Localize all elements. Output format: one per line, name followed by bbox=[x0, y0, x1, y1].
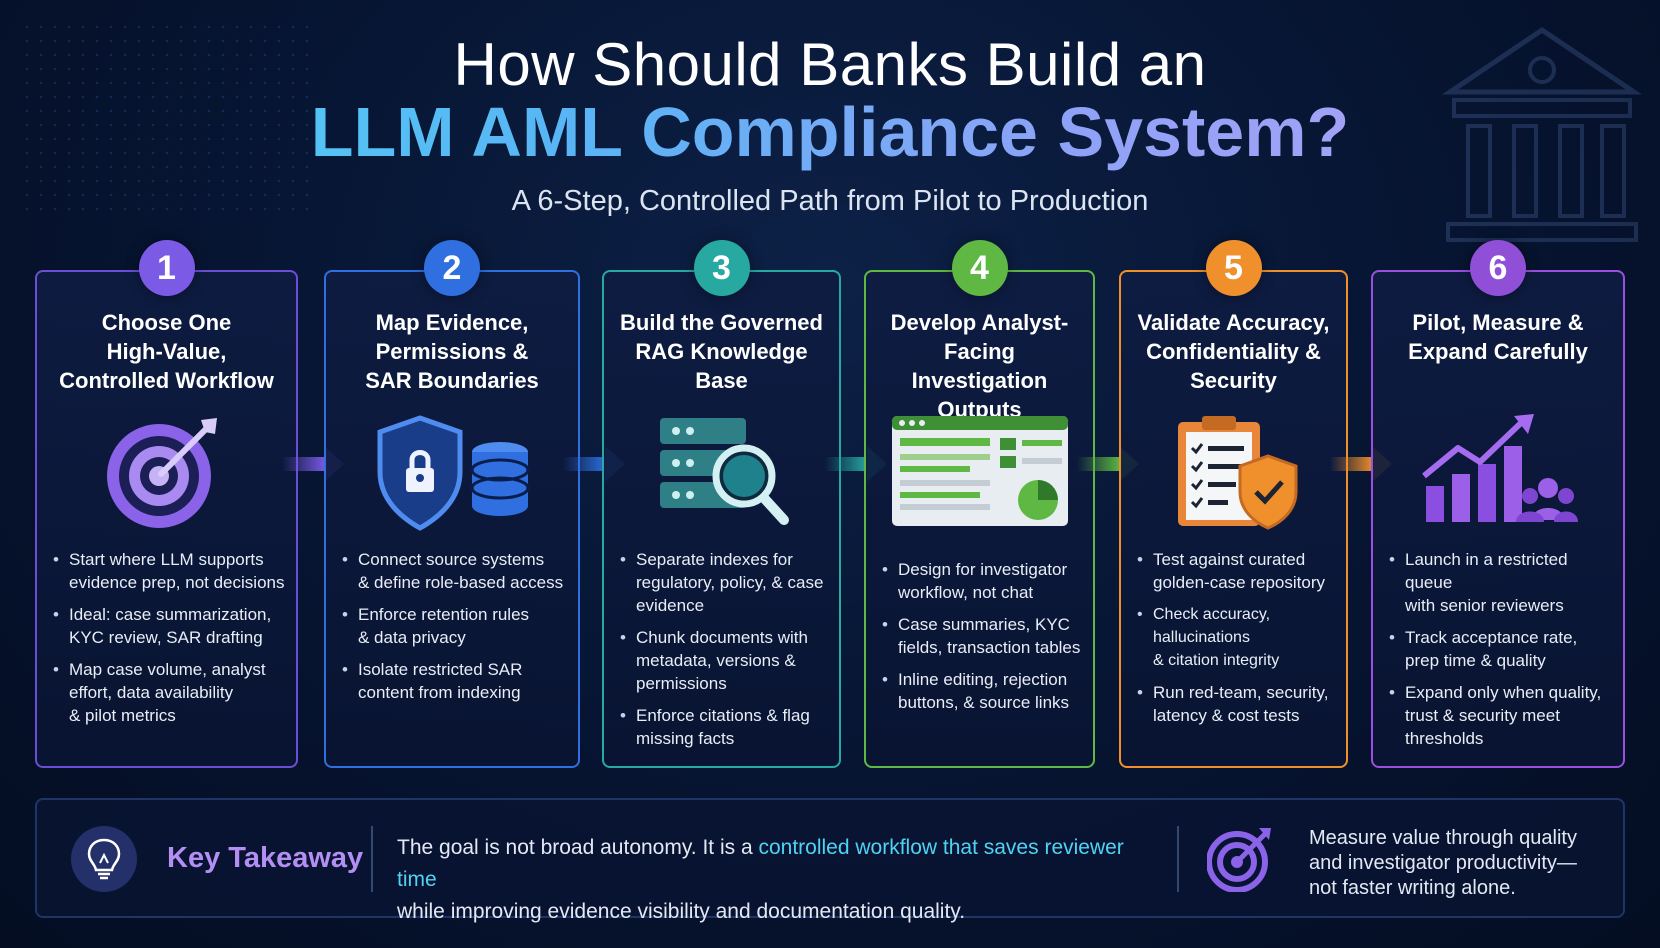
step-card-5: 5 Validate Accuracy,Confidentiality &Sec… bbox=[1119, 240, 1348, 768]
step-2-bullet: Connect source systems& define role-base… bbox=[340, 548, 570, 594]
server-search-icon bbox=[659, 418, 789, 525]
growth-chart-icon bbox=[1422, 414, 1578, 522]
step-2-bullet: Enforce retention rules& data privacy bbox=[340, 603, 570, 649]
step-title-6: Pilot, Measure &Expand Carefully bbox=[1408, 310, 1588, 364]
shield-database-icon bbox=[377, 415, 530, 531]
step-badge-3: 3 bbox=[693, 240, 750, 296]
divider bbox=[371, 826, 373, 892]
subtitle: A 6-Step, Controlled Path from Pilot to … bbox=[511, 185, 1149, 217]
bank-building-icon bbox=[1442, 26, 1642, 242]
step-5-bullet: Run red-team, security,latency & cost te… bbox=[1135, 681, 1338, 727]
step-title-2: Map Evidence,Permissions &SAR Boundaries bbox=[365, 310, 539, 393]
lightbulb-icon bbox=[71, 826, 137, 892]
step-card-6: 6 Pilot, Measure &Expand Carefully Launc… bbox=[1371, 240, 1625, 768]
key-takeaway-text: The goal is not broad autonomy. It is a … bbox=[397, 836, 1124, 923]
target-icon bbox=[106, 418, 217, 528]
key-takeaway-right-text: Measure value through quality and invest… bbox=[1309, 827, 1577, 899]
clipboard-shield-icon bbox=[1177, 416, 1297, 530]
step-badge-2: 2 bbox=[424, 240, 480, 296]
step-6-bullet: Expand only when quality,trust & securit… bbox=[1387, 681, 1615, 750]
step-badge-5: 5 bbox=[1205, 240, 1262, 296]
step-title-5: Validate Accuracy,Confidentiality &Secur… bbox=[1137, 310, 1330, 393]
divider bbox=[1177, 826, 1179, 892]
step-badge-6: 6 bbox=[1470, 240, 1526, 296]
step-card-2: 2 Map Evidence,Permissions &SAR Boundari… bbox=[324, 240, 580, 768]
key-takeaway-label: Key Takeaway bbox=[167, 842, 364, 874]
step-badge-1: 1 bbox=[138, 240, 195, 296]
step-badge-4: 4 bbox=[951, 240, 1008, 296]
key-takeaway-panel: Key Takeaway The goal is not broad auton… bbox=[35, 798, 1625, 923]
step-1-bullet: Ideal: case summarization,KYC review, SA… bbox=[51, 603, 288, 649]
target-icon bbox=[1207, 828, 1271, 892]
step-5-bullet: Check accuracy, hallucinations& citation… bbox=[1135, 603, 1338, 672]
title-line-2: LLM AML Compliance System? bbox=[0, 92, 1660, 172]
dashboard-icon bbox=[891, 416, 1068, 526]
dot-pattern-decoration bbox=[20, 20, 320, 220]
title-line-1: How Should Banks Build an bbox=[453, 31, 1207, 98]
step-6-bullet: Track acceptance rate,prep time & qualit… bbox=[1387, 626, 1615, 672]
